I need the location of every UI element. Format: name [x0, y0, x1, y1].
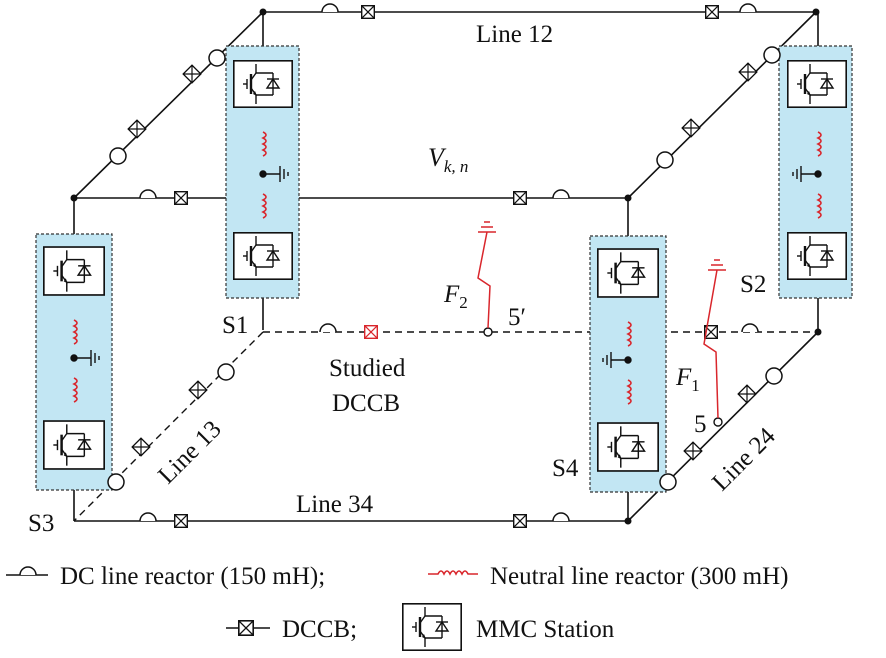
studied-dccb-label-1: Studied [329, 355, 406, 382]
line34-label: Line 34 [296, 491, 374, 518]
station-s3 [35, 233, 113, 491]
ground-icon [70, 166, 822, 368]
legend-mmc-text: MMC Station [476, 616, 615, 643]
fault-icon [477, 221, 726, 427]
mmc-station-icon [43, 420, 105, 470]
legend-neutral-reactor-text: Neutral line reactor (300 mH) [490, 563, 789, 590]
station-s4 [589, 235, 667, 493]
line13-label: Line 13 [153, 416, 227, 490]
junction-dots [70, 8, 822, 525]
mmc-station-icon [402, 602, 462, 652]
station-label-s2: S2 [740, 271, 766, 298]
legend: DC line reactor (150 mH); Neutral line r… [6, 563, 789, 652]
station-label-s3: S3 [28, 510, 54, 537]
neutral-line-reactor-icon [428, 570, 478, 576]
mmc-station-icon [43, 246, 105, 296]
mmc-station-icon [597, 422, 659, 472]
studied-dccb-icon [364, 325, 378, 339]
fault-f1-label: F1 [675, 364, 700, 395]
neutral-reactors [72, 131, 822, 405]
mmc-station-icon [787, 60, 847, 108]
station-label-s4: S4 [552, 455, 579, 482]
dc-line-reactor-icon [6, 566, 48, 576]
line24-label: Line 24 [707, 422, 781, 496]
legend-dccb-text: DCCB; [282, 616, 357, 643]
legend-dc-reactor-text: DC line reactor (150 mH); [60, 563, 325, 590]
mmc-station-icon [233, 232, 293, 280]
fault-f2-label: F2 [443, 281, 468, 312]
dc-line-reactor-icon [107, 3, 783, 522]
studied-dccb-label-2: DCCB [332, 390, 400, 417]
node-5-label: 5 [694, 411, 707, 438]
station-label-s1: S1 [222, 312, 248, 339]
line12-label: Line 12 [476, 21, 553, 48]
voltage-label: Vk, n [428, 143, 468, 176]
mmc-station-icon [233, 60, 293, 108]
mmc-station-icon [787, 232, 847, 280]
node-5-prime-label: 5′ [508, 304, 526, 331]
dccb-icon [226, 620, 270, 636]
mmc-station-icon [597, 248, 659, 298]
